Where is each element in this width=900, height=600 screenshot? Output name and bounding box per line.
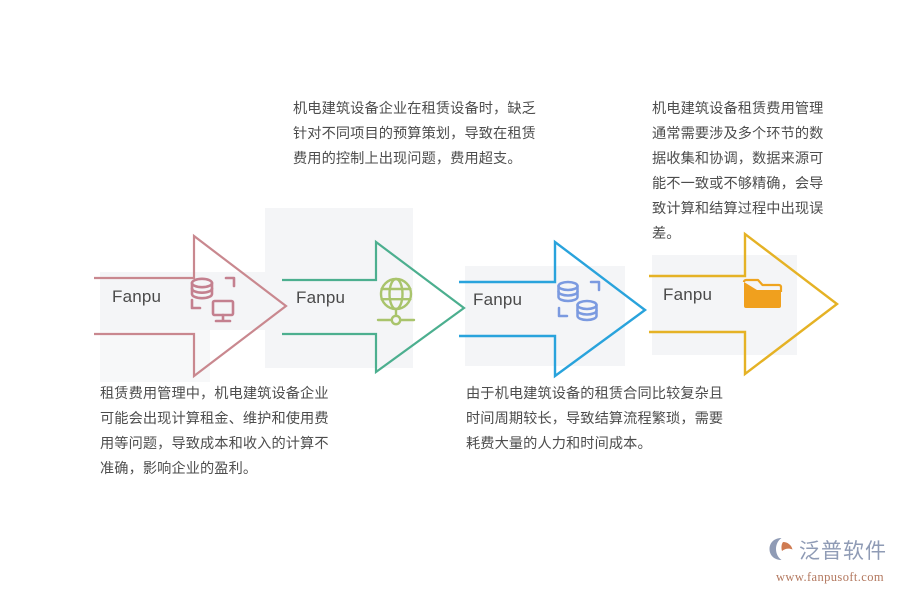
chevron-arrow-outline-2 (282, 239, 466, 375)
globe-network-icon (372, 276, 420, 333)
process-step-3[interactable]: Fanpu (455, 238, 651, 380)
logo-url: www.fanpusoft.com (775, 570, 885, 584)
step-description-2: 机电建筑设备企业在租赁设备时，缺乏针对不同项目的预算策划，导致在租赁费用的控制上… (293, 101, 536, 167)
process-step-4[interactable]: Fanpu (645, 230, 841, 378)
step-description-4: 机电建筑设备租赁费用管理通常需要涉及多个环节的数据收集和协调，数据来源可能不一致… (652, 101, 824, 242)
fanpu-logo[interactable]: 泛普软件 www.fanpusoft.com (768, 536, 894, 586)
open-folder-icon (741, 274, 791, 321)
logo-row: 泛普软件 (768, 536, 894, 567)
step-backdrop-panel-1 (100, 272, 270, 330)
step-description-3: 由于机电建筑设备的租赁合同比较复杂且时间周期较长，导致结算流程繁琐，需要耗费大量… (466, 386, 724, 452)
database-monitor-icon (186, 274, 240, 331)
logo-brand-cn: 泛普软件 (799, 539, 887, 563)
step-badge-label-1: Fanpu (112, 287, 162, 306)
step-badge-label-3: Fanpu (473, 290, 523, 309)
chevron-arrow-outline-3 (459, 239, 648, 379)
step-backdrop-panel-1-lower (100, 330, 210, 382)
step-description-1: 租赁费用管理中，机电建筑设备企业可能会出现计算租金、维护和使用费用等问题，导致成… (100, 386, 329, 477)
fanpu-logo-mark (768, 536, 796, 567)
process-step-2[interactable]: Fanpu (278, 238, 468, 376)
step-badge-label-2: Fanpu (296, 288, 346, 307)
step-badge-label-4: Fanpu (663, 285, 713, 304)
database-scan-icon (553, 278, 605, 335)
process-step-1[interactable]: Fanpu (90, 232, 290, 380)
chevron-arrow-outline-4 (649, 231, 839, 377)
chevron-arrow-outline-1 (94, 233, 288, 379)
